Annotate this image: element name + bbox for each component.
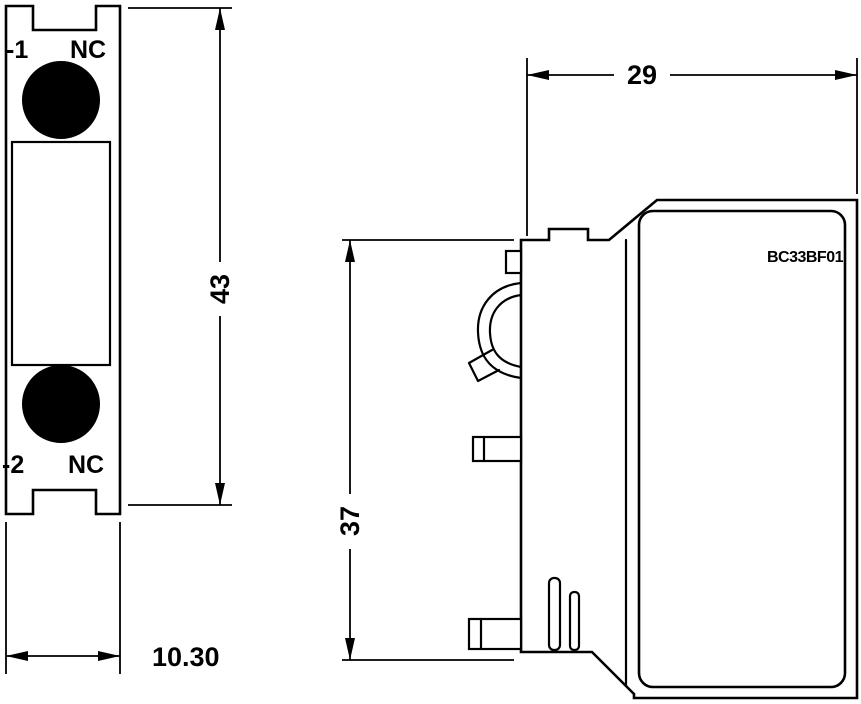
- dimension-width-front: 10.30: [5, 522, 220, 674]
- dim-depth-side-value: 29: [627, 60, 657, 90]
- front-label-window: [10, 140, 112, 367]
- terminal-bottom-label: -2: [2, 451, 24, 479]
- dim-height-front-value: 43: [205, 274, 235, 304]
- front-view: -1 NC -2 NC: [2, 4, 122, 516]
- arrowhead-right-icon: [835, 70, 857, 80]
- dimension-height-front: 43: [128, 7, 235, 506]
- side-view: BC33BF01: [467, 198, 859, 700]
- contact-bottom-label: NC: [68, 451, 104, 479]
- arrowhead-down-icon: [215, 483, 225, 505]
- dim-height-side-value: 37: [335, 506, 365, 536]
- arrowhead-right-icon: [98, 651, 120, 661]
- terminal-screw-bottom: [22, 365, 100, 443]
- arrowhead-up-icon: [215, 8, 225, 30]
- top-mounting-lug: [504, 249, 523, 275]
- din-rail-clip-outer: [476, 281, 523, 380]
- dimension-depth-side: 29: [526, 58, 858, 236]
- bottom-mounting-tab: [467, 617, 523, 651]
- side-view-outline: [519, 198, 859, 700]
- part-number-label: BC33BF01: [767, 249, 844, 266]
- arrowhead-down-icon: [345, 638, 355, 660]
- vent-slot-left: [547, 576, 562, 652]
- din-rail-clip-hook: [467, 348, 501, 383]
- arrowhead-left-icon: [527, 70, 549, 80]
- side-view-front-face: [637, 209, 847, 689]
- front-view-outline: [4, 4, 122, 516]
- contact-top-label: NC: [70, 36, 106, 64]
- dimension-height-side: 37: [335, 239, 514, 661]
- dim-width-front-value: 10.30: [152, 642, 220, 672]
- terminal-screw-top: [22, 61, 100, 139]
- arrowhead-up-icon: [345, 240, 355, 262]
- vent-slot-right: [568, 590, 581, 652]
- terminal-top-label: -1: [6, 36, 28, 64]
- din-rail-clip-inner: [488, 293, 523, 369]
- arrowhead-left-icon: [6, 651, 28, 661]
- middle-mounting-tab: [471, 435, 523, 463]
